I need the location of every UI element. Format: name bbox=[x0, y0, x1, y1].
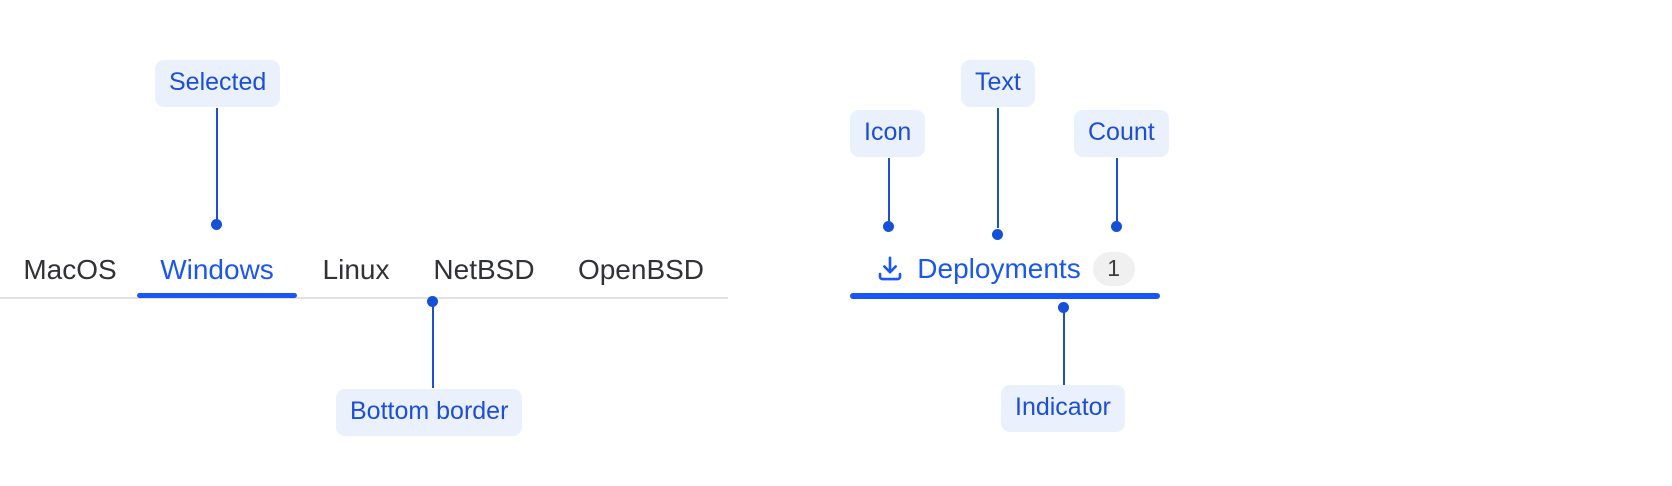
annotation-text-leader-line bbox=[997, 108, 999, 228]
deployments-tab-button[interactable]: Deployments 1 bbox=[850, 243, 1160, 294]
tab-linux[interactable]: Linux bbox=[304, 243, 408, 297]
annotation-text-leader-dot bbox=[992, 229, 1003, 240]
download-icon bbox=[875, 254, 905, 284]
tab-openbsd[interactable]: OpenBSD bbox=[562, 243, 720, 297]
tab-macos[interactable]: MacOS bbox=[8, 243, 132, 297]
tab-netbsd[interactable]: NetBSD bbox=[418, 243, 550, 297]
annotation-selected-leader-dot bbox=[211, 219, 222, 230]
tab-netbsd-label: NetBSD bbox=[433, 254, 535, 285]
annotation-count-leader-line bbox=[1116, 158, 1118, 226]
deployments-active-indicator bbox=[850, 293, 1160, 299]
annotation-selected-label: Selected bbox=[155, 60, 281, 107]
annotation-indicator-label: Indicator bbox=[1001, 385, 1125, 432]
annotation-indicator-leader-dot bbox=[1058, 302, 1069, 313]
annotation-count-leader-dot bbox=[1111, 221, 1122, 232]
annotation-indicator-leader-line bbox=[1063, 308, 1065, 385]
os-tab-strip: MacOS Windows Linux NetBSD OpenBSD bbox=[0, 243, 728, 299]
deployments-count-badge: 1 bbox=[1092, 251, 1135, 286]
annotation-icon-leader-dot bbox=[883, 221, 894, 232]
annotation-bottom-border-label: Bottom border bbox=[336, 389, 523, 436]
tab-macos-label: MacOS bbox=[23, 254, 117, 285]
annotation-icon-leader-line bbox=[888, 158, 890, 226]
annotation-text-label: Text bbox=[961, 60, 1035, 107]
annotation-bottom-border-leader-line bbox=[432, 303, 434, 388]
annotation-icon-label: Icon bbox=[850, 110, 926, 157]
tab-windows-active-underline bbox=[137, 293, 297, 298]
deployments-tab: Deployments 1 bbox=[850, 243, 1160, 299]
annotation-count-label: Count bbox=[1074, 110, 1169, 157]
tab-windows[interactable]: Windows bbox=[137, 243, 297, 298]
annotation-selected-leader-line bbox=[216, 108, 218, 224]
tab-strip-bottom-rule bbox=[0, 297, 728, 299]
tab-linux-label: Linux bbox=[322, 254, 390, 285]
annotation-bottom-border-leader-dot bbox=[427, 296, 438, 307]
tab-windows-label: Windows bbox=[160, 254, 274, 285]
tab-openbsd-label: OpenBSD bbox=[577, 254, 705, 285]
deployments-tab-label: Deployments bbox=[917, 252, 1081, 284]
